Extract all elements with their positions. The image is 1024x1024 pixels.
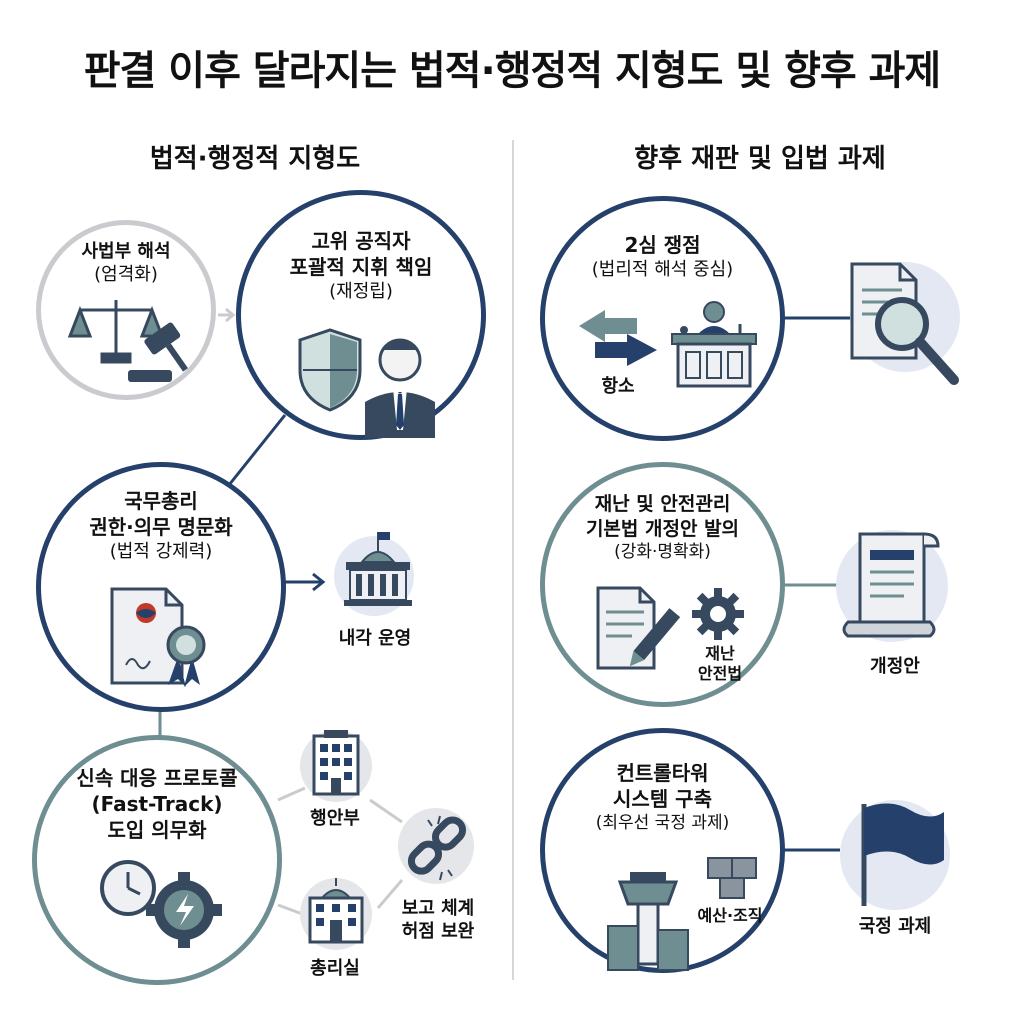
appeal-sub: (법리적 해석 중심): [591, 259, 734, 280]
cabinet-label: 내각 운영: [338, 628, 412, 649]
report-text: 보고 체계 허점 보완: [378, 898, 498, 943]
official-line2: 포괄적 지휘 책임: [289, 255, 433, 279]
clock-gear-icon: [100, 860, 222, 948]
document-seal-icon: [110, 587, 206, 687]
pm-sub: (법적 강제력): [109, 541, 213, 562]
pm-line1: 국무총리: [124, 489, 198, 513]
flag-icon: [861, 803, 944, 906]
appeal-arrows-icon: [579, 310, 657, 366]
official-text: 고위 공직자 포괄적 지휘 책임 (재정립): [236, 228, 486, 303]
judiciary-text: 사법부 해석 (엄격화): [36, 240, 216, 287]
appeal-title: 2심 쟁점: [624, 233, 701, 257]
control-tower-icon: [607, 872, 689, 971]
ministry-label: 행안부: [310, 808, 360, 829]
scroll-document-icon: [842, 532, 940, 638]
amend-line2: 기본법 개정안 발의: [585, 517, 740, 540]
appeal-icon-label: 항소: [601, 376, 635, 397]
report-line2: 허점 보완: [401, 920, 475, 942]
amend-icon-label1: 재난: [705, 644, 735, 663]
pm-line2: 권한·의무 명문화: [89, 515, 233, 539]
office-building-icon: [312, 730, 360, 796]
budget-boxes-icon: [707, 857, 757, 899]
page-title: 판결 이후 달라지는 법적·행정적 지형도 및 향후 과제: [83, 48, 941, 94]
tower-icon-label: 예산·조직: [697, 906, 763, 925]
tower-line2: 시스템 구축: [613, 787, 712, 811]
right-section-heading: 향후 재판 및 입법 과제: [634, 144, 886, 174]
amendment-label: 개정안: [870, 656, 920, 677]
official-sub: (재정립): [329, 281, 393, 302]
judiciary-sub: (엄격화): [94, 264, 158, 286]
pmo-label: 총리실: [310, 958, 360, 979]
document-magnifier-icon: [850, 262, 959, 385]
report-line1: 보고 체계: [401, 898, 475, 919]
official-circle: [236, 190, 486, 440]
appeal-text: 2심 쟁점 (법리적 해석 중심): [540, 232, 785, 281]
protocol-line1: 신속 대응 프로토콜: [76, 766, 238, 790]
flag-label: 국정 과제: [858, 916, 932, 937]
shield-person-icon: [298, 328, 435, 438]
protocol-line2: (Fast-Track): [91, 792, 223, 816]
courtroom-icon: [671, 301, 757, 388]
pm-text: 국무총리 권한·의무 명문화 (법적 강제력): [36, 488, 286, 563]
protocol-text: 신속 대응 프로토콜 (Fast-Track) 도입 의무화: [32, 765, 282, 843]
left-section-heading: 법적·행정적 지형도: [149, 144, 361, 174]
broken-chain-icon: [407, 815, 467, 881]
judiciary-title: 사법부 해석: [81, 241, 171, 262]
amend-icon-label2: 안전법: [697, 664, 743, 683]
pmo-building-icon: [308, 878, 364, 944]
section-divider: [512, 140, 514, 980]
amend-text: 재난 및 안전관리 기본법 개정안 발의 (강화·명확화): [540, 492, 785, 563]
appeal-circle: [540, 196, 785, 441]
gear-icon: [692, 588, 744, 640]
tower-text: 컨트롤타워 시스템 구축 (최우선 국정 과제): [540, 760, 785, 834]
scales-gavel-icon: [67, 300, 188, 382]
protocol-circle: [32, 735, 282, 985]
document-pen-icon: [596, 586, 681, 670]
amend-icon-label: 재난 안전법: [680, 644, 760, 684]
tower-line1: 컨트롤타워: [616, 761, 709, 785]
official-line1: 고위 공직자: [311, 229, 411, 253]
amend-line1: 재난 및 안전관리: [594, 493, 731, 515]
government-building-icon: [344, 532, 412, 606]
amend-sub: (강화·명확화): [614, 542, 711, 563]
tower-sub: (최우선 국정 과제): [595, 813, 730, 833]
amend-circle: [540, 462, 785, 707]
protocol-line3: 도입 의무화: [107, 818, 207, 842]
